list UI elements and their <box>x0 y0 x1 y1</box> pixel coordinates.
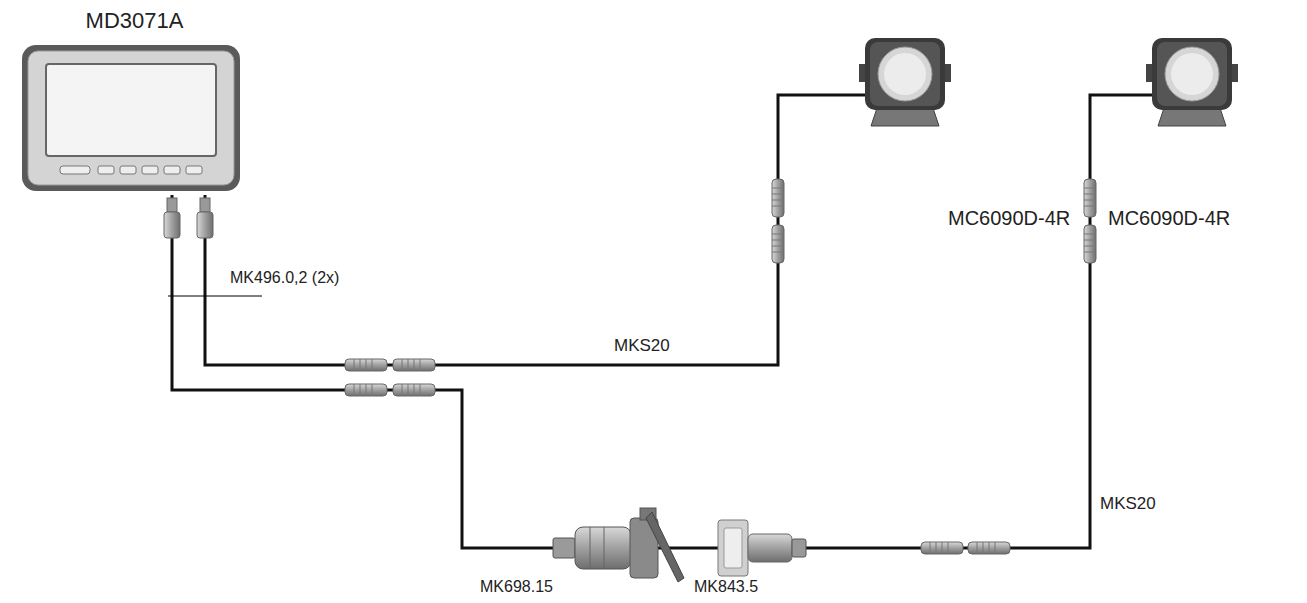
video-cable <box>172 95 1105 548</box>
monitor-node: MD3071A <box>20 8 249 195</box>
camera-cable <box>1105 94 1152 97</box>
trailer-socket <box>718 520 806 576</box>
part-label-holder: MK698.15 <box>478 577 555 596</box>
leader-line <box>168 296 262 297</box>
camera-housing <box>865 38 945 110</box>
cable-name: MKS20 <box>612 336 672 356</box>
camera-knob <box>1146 64 1152 82</box>
monitor-bezel <box>28 51 234 185</box>
camera-lens-glass <box>884 53 926 95</box>
camera-node: MC6090D-4R <box>1105 30 1290 240</box>
camera-lens <box>1165 47 1219 101</box>
video-cable <box>205 95 860 365</box>
camera-bracket <box>871 108 939 126</box>
part-number: MK843.5 <box>692 577 760 596</box>
cable-coupler <box>345 179 1096 554</box>
trailer-plug <box>553 508 684 582</box>
monitor-picture <box>20 8 245 195</box>
monitor-button <box>60 166 90 174</box>
monitor-button <box>98 166 114 174</box>
part-number: MK496.0,2 (2x) <box>228 268 341 287</box>
monitor-housing <box>22 45 240 191</box>
monitor-button <box>164 166 180 174</box>
part-number: MK698.15 <box>478 577 555 596</box>
part-label-holder: MK843.5 <box>692 577 760 596</box>
camera-lens-glass <box>1171 53 1213 95</box>
camera-node: MC6090D-4R <box>860 30 1085 240</box>
camera-lens <box>878 47 932 101</box>
monitor-button <box>186 166 202 174</box>
camera-knob <box>859 64 865 82</box>
cable-label-holder: MKS20 <box>1098 494 1158 514</box>
camera-knob <box>945 64 951 82</box>
camera-housing <box>1152 38 1232 110</box>
camera-face <box>870 42 940 106</box>
monitor-screen <box>46 64 216 156</box>
camera-knob <box>1232 64 1238 82</box>
cable-name: MKS20 <box>1098 494 1158 514</box>
device-name: MC6090D-4R <box>948 206 1070 230</box>
monitor-button <box>120 166 136 174</box>
camera-bracket <box>1158 108 1226 126</box>
camera-cable <box>860 94 865 97</box>
cable-label-holder: MKS20 <box>612 336 672 356</box>
camera-face <box>1157 42 1227 106</box>
monitor-button <box>142 166 158 174</box>
device-name: MC6090D-4R <box>1108 206 1230 230</box>
device-name: MD3071A <box>20 8 249 34</box>
monitor-plug <box>164 198 213 238</box>
part-label-holder: MK496.0,2 (2x) <box>228 268 341 287</box>
